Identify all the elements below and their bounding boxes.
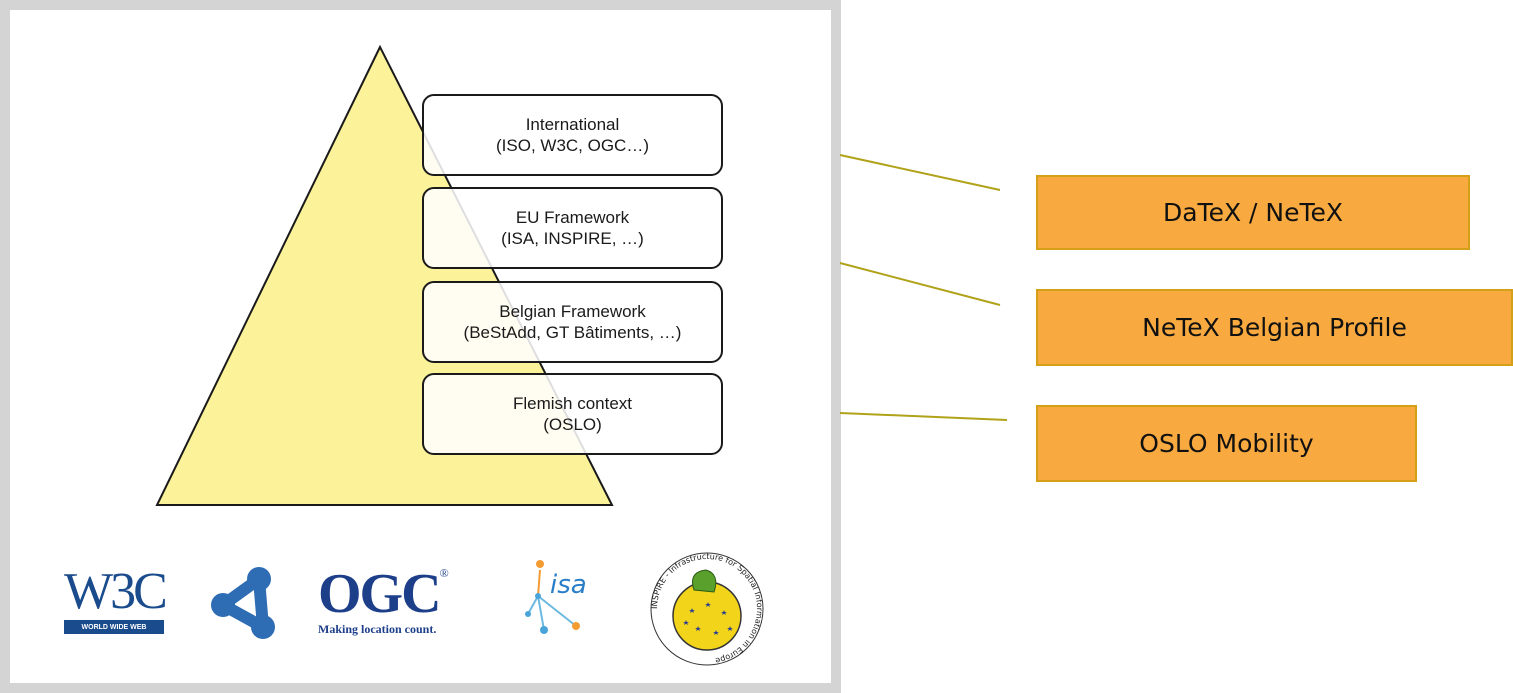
mapping-datex-netex: DaTeX / NeTeX xyxy=(1036,175,1470,250)
ogc-logo-tagline: Making location count. xyxy=(318,622,437,636)
connector-eu xyxy=(839,262,1001,306)
layer-title: EU Framework xyxy=(515,208,630,227)
layer-detail: (ISA, INSPIRE, …) xyxy=(501,229,644,248)
layer-title: International xyxy=(525,115,620,134)
w3c-logo-mark: W3C xyxy=(64,563,168,620)
connector-international xyxy=(839,154,1001,191)
mapping-netex-belgian-profile: NeTeX Belgian Profile xyxy=(1036,289,1513,366)
mapping-oslo-mobility: OSLO Mobility xyxy=(1036,405,1417,482)
layer-detail: (BeStAdd, GT Bâtiments, …) xyxy=(463,323,682,342)
inspire-logo: INSPIRE - Infrastructure for Spatial Inf… xyxy=(650,552,764,666)
layer-detail: (ISO, W3C, OGC…) xyxy=(496,136,649,155)
linked-data-icon xyxy=(211,567,275,639)
layer-title: Flemish context xyxy=(512,394,633,413)
ogc-logo-mark: OGC xyxy=(318,563,442,625)
layer-title: Belgian Framework xyxy=(499,302,646,321)
layer-flemish-context: Flemish context (OSLO) xyxy=(422,373,723,455)
connector-flemish xyxy=(839,412,1008,421)
isa-logo-mark: isa xyxy=(550,570,587,600)
isa-network-icon xyxy=(525,560,580,634)
mapping-label: NeTeX Belgian Profile xyxy=(1142,313,1407,342)
layer-detail: (OSLO) xyxy=(543,415,602,434)
ogc-reg-mark: ® xyxy=(439,566,449,580)
ogc-logo: OGC ® Making location count. xyxy=(318,566,458,641)
w3c-logo-caption: WORLD WIDE WEB xyxy=(81,623,147,631)
w3c-logo: W3C WORLD WIDE WEB xyxy=(64,563,168,636)
layer-eu-framework: EU Framework (ISA, INSPIRE, …) xyxy=(422,187,723,269)
layer-belgian-framework: Belgian Framework (BeStAdd, GT Bâtiments… xyxy=(422,281,723,363)
mapping-label: OSLO Mobility xyxy=(1139,429,1314,458)
mapping-label: DaTeX / NeTeX xyxy=(1162,198,1344,227)
layer-international: International (ISO, W3C, OGC…) xyxy=(422,94,723,176)
isa-logo: isa xyxy=(520,556,600,636)
